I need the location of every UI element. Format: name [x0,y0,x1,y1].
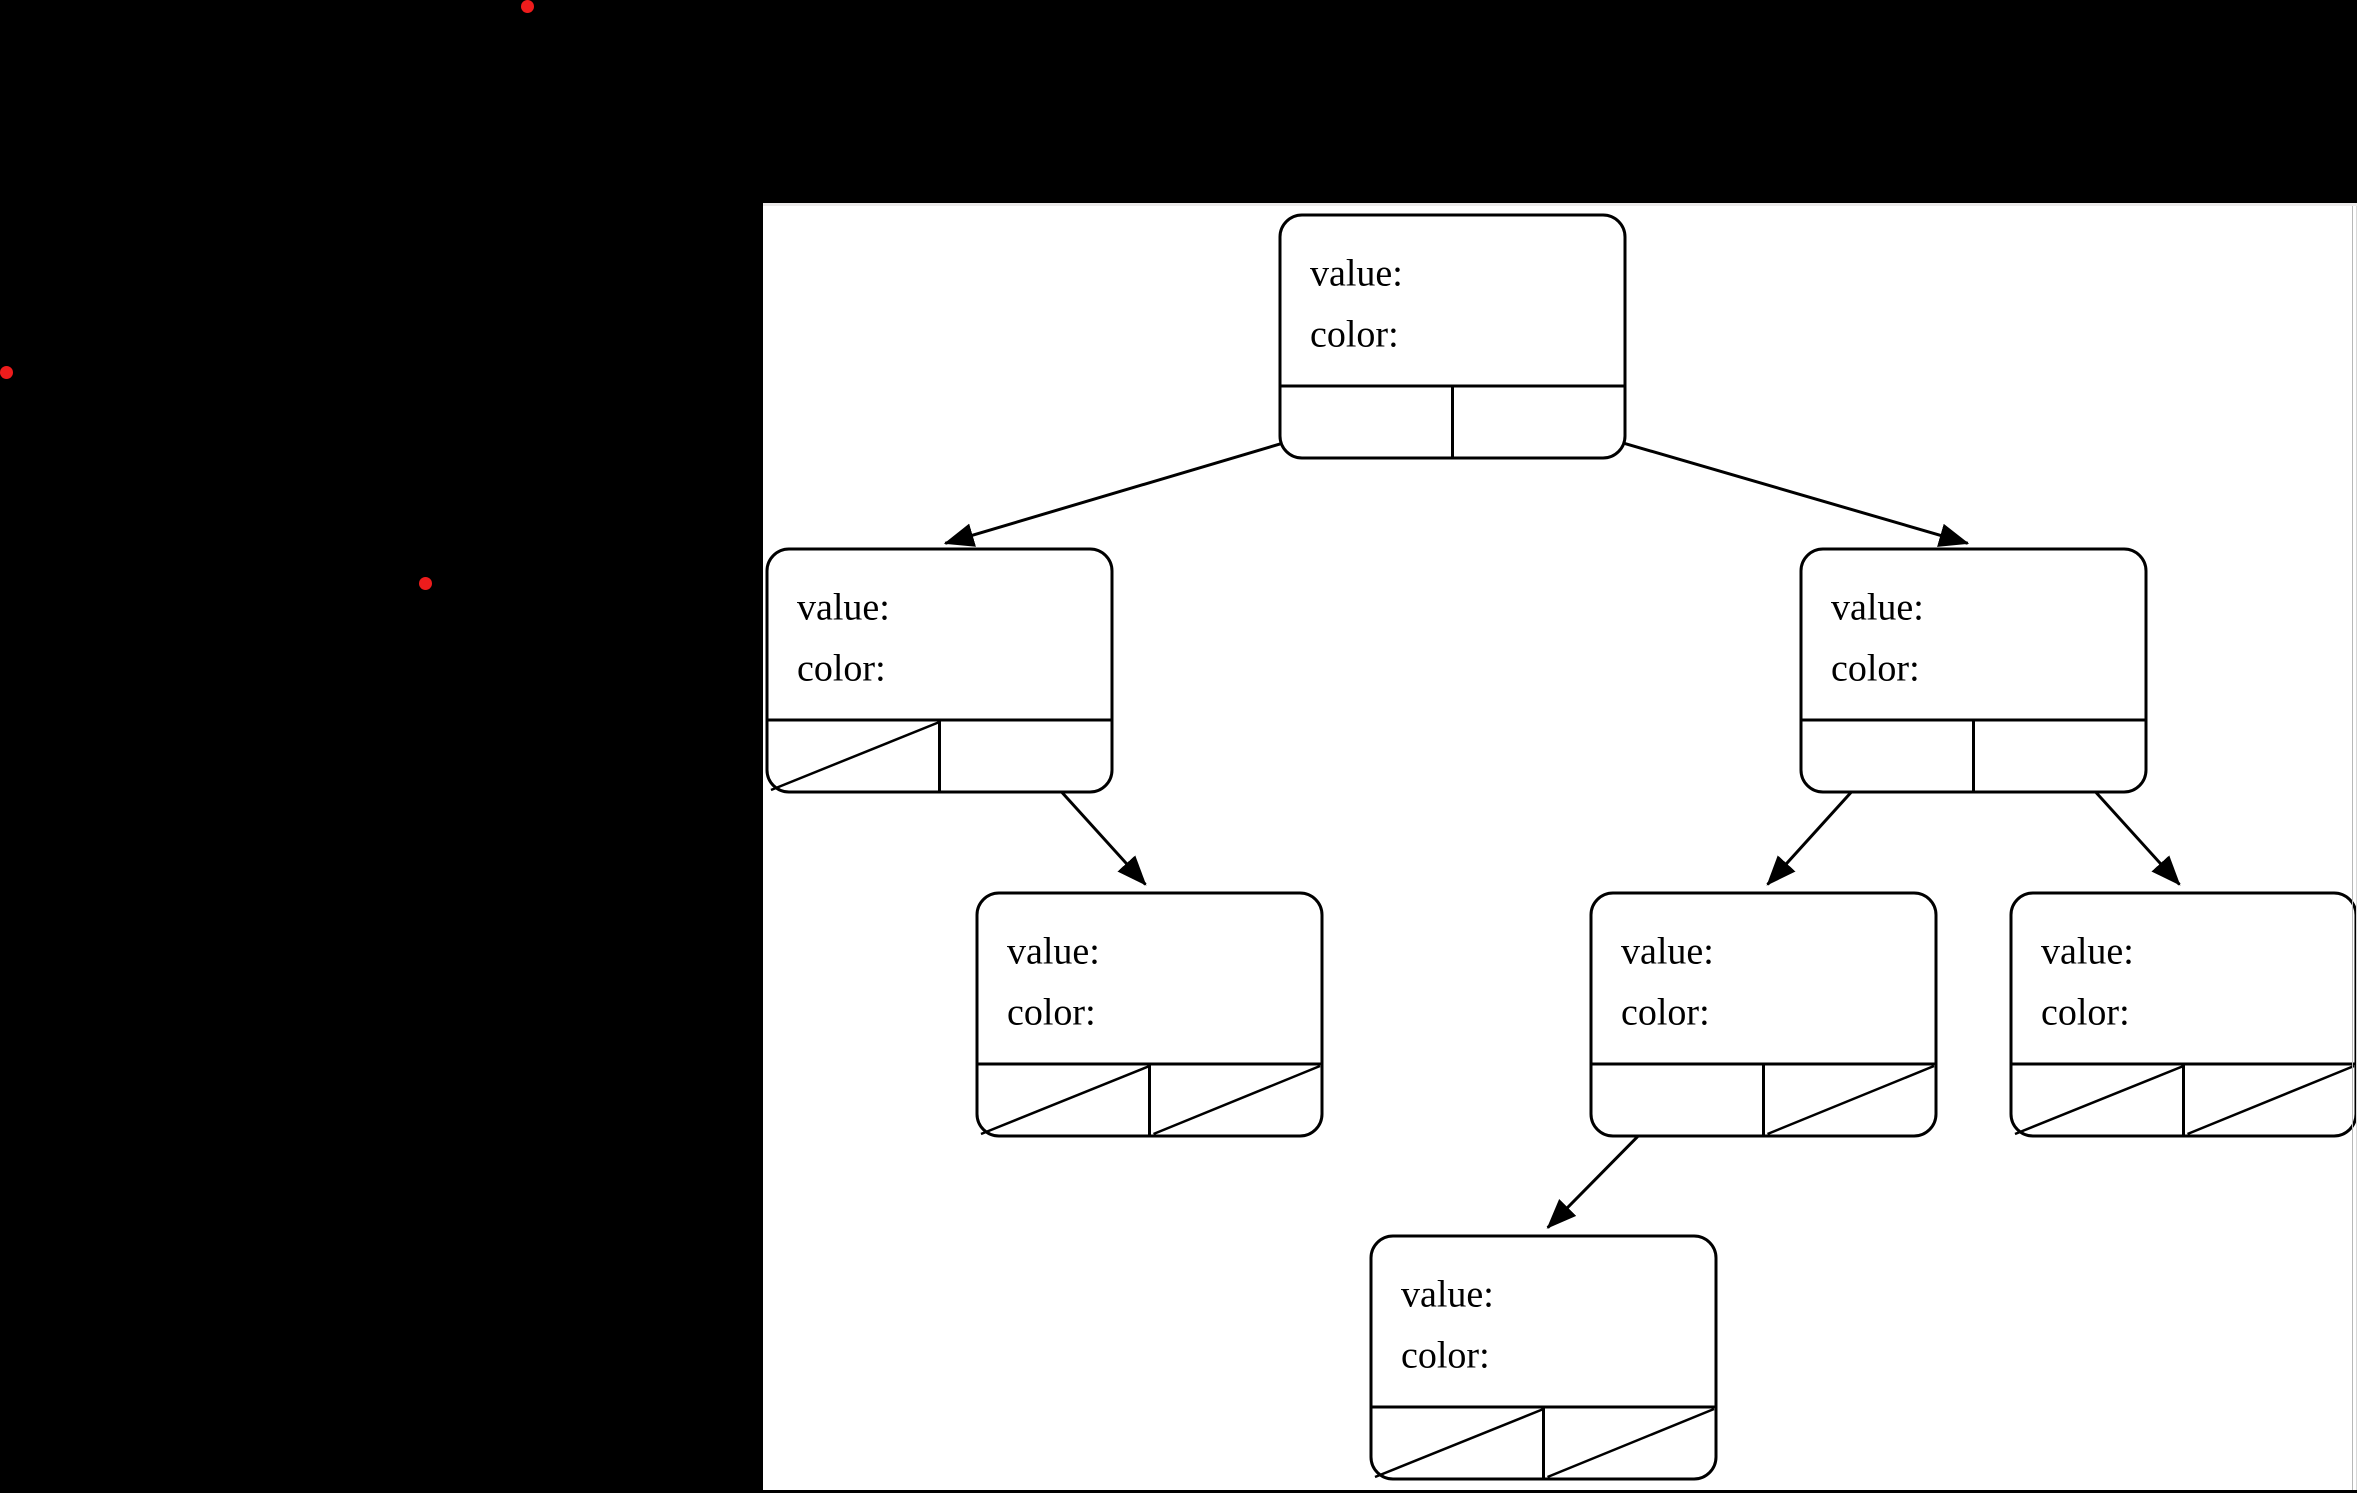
cursor-marker-1 [521,0,534,13]
cursor-marker-3 [419,577,432,590]
tree-node-right-child-left-grandchild[interactable]: value: color: [1589,891,1938,1138]
null-pointer-slash-left [770,720,940,792]
null-pointer-slash-left [2014,1064,2184,1136]
node-value-label: value: [1401,1274,1494,1316]
null-pointer-slash-right [1767,1064,1935,1136]
node-value-label: value: [2041,931,2134,973]
null-pointer-slash-right [2187,1064,2355,1136]
node-color-label: color: [1831,648,1920,690]
null-pointer-slash-right [1153,1064,1321,1136]
node-value-label: value: [1621,931,1714,973]
tree-node-left-child[interactable]: value: color: [765,547,1114,794]
node-value-label: value: [1310,253,1403,295]
tree-node-right-child[interactable]: value: color: [1799,547,2148,794]
tree-nodes-layer: value:color:value:color:value:color:valu… [765,213,2357,1481]
node-color-label: color: [1401,1335,1490,1377]
node-value-label: value: [797,587,890,629]
node-color-label: color: [2041,992,2130,1034]
tree-node-deepest-leaf[interactable]: value: color: [1369,1234,1718,1481]
node-color-label: color: [1007,992,1096,1034]
tree-node-right-child-right-grandchild[interactable]: value: color: [2009,891,2357,1138]
node-color-label: color: [797,648,886,690]
binary-tree-diagram: value:color:value:color:value:color:valu… [765,213,2357,1481]
diagram-canvas-panel[interactable]: value:color:value:color:value:color:valu… [763,203,2357,1490]
tree-node-root[interactable]: value: color: [1278,213,1627,460]
panel-right-border [2352,206,2353,1490]
tree-node-left-child-right-grandchild[interactable]: value: color: [975,891,1324,1138]
diagram-canvas[interactable]: value:color:value:color:value:color:valu… [763,206,2357,1490]
node-color-label: color: [1310,314,1399,356]
null-pointer-slash-left [1374,1407,1544,1479]
node-value-label: value: [1831,587,1924,629]
cursor-marker-2 [0,366,13,379]
node-color-label: color: [1621,992,1710,1034]
null-pointer-slash-left [980,1064,1150,1136]
node-value-label: value: [1007,931,1100,973]
null-pointer-slash-right [1547,1407,1715,1479]
